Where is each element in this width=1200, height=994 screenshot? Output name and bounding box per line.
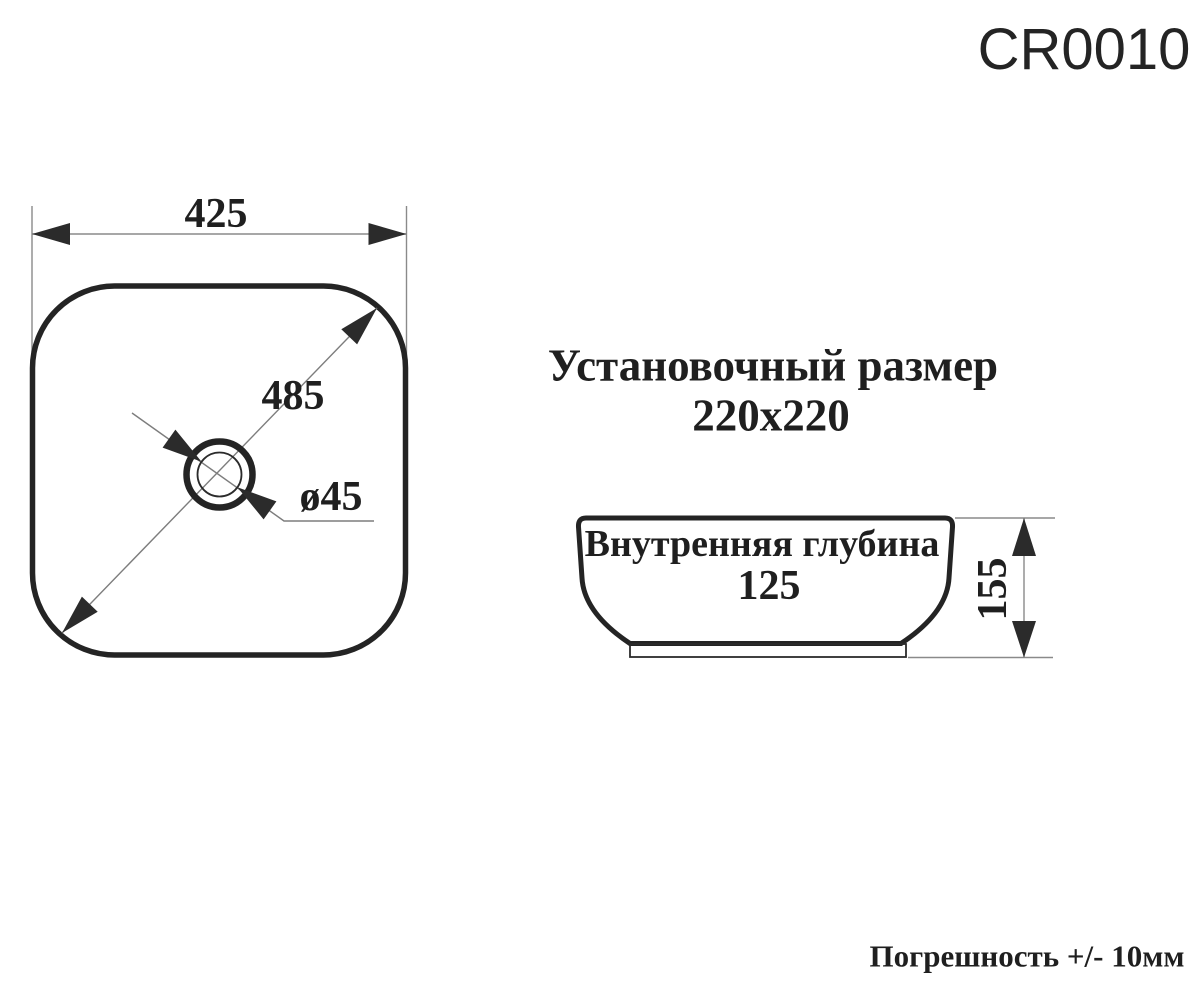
diagonal-dimension-label: 485 — [261, 373, 325, 419]
width-arrow-right — [368, 223, 407, 245]
model-number: CR0010 — [977, 17, 1191, 82]
width-dimension-label: 425 — [184, 191, 248, 237]
diagonal-arrow-top-right — [341, 308, 377, 345]
side-view-group — [575, 515, 1055, 659]
height-arrow-top — [1012, 518, 1036, 556]
width-arrow-left — [32, 223, 70, 245]
basin-foot — [629, 643, 907, 658]
installation-size-value: 220x220 — [692, 390, 850, 441]
drain-arrow-lower-right — [237, 487, 277, 520]
tolerance-note: Погрешность +/- 10мм — [869, 938, 1185, 974]
height-dimension-label: 155 — [970, 557, 1016, 621]
diagonal-dimension-line — [61, 307, 378, 634]
drain-diameter-label: ø45 — [299, 474, 363, 520]
diagonal-arrow-bottom-left — [62, 596, 98, 633]
top-view-group — [29, 206, 409, 658]
drain-arrow-upper-left — [162, 429, 202, 462]
inner-depth-label: Внутренняя глубина — [584, 523, 940, 565]
drain-outer-circle — [183, 438, 256, 511]
inner-depth-value: 125 — [737, 563, 801, 609]
drain-inner-circle — [196, 451, 243, 498]
height-arrow-bottom — [1012, 621, 1036, 658]
installation-size-label: Установочный размер — [547, 340, 999, 391]
